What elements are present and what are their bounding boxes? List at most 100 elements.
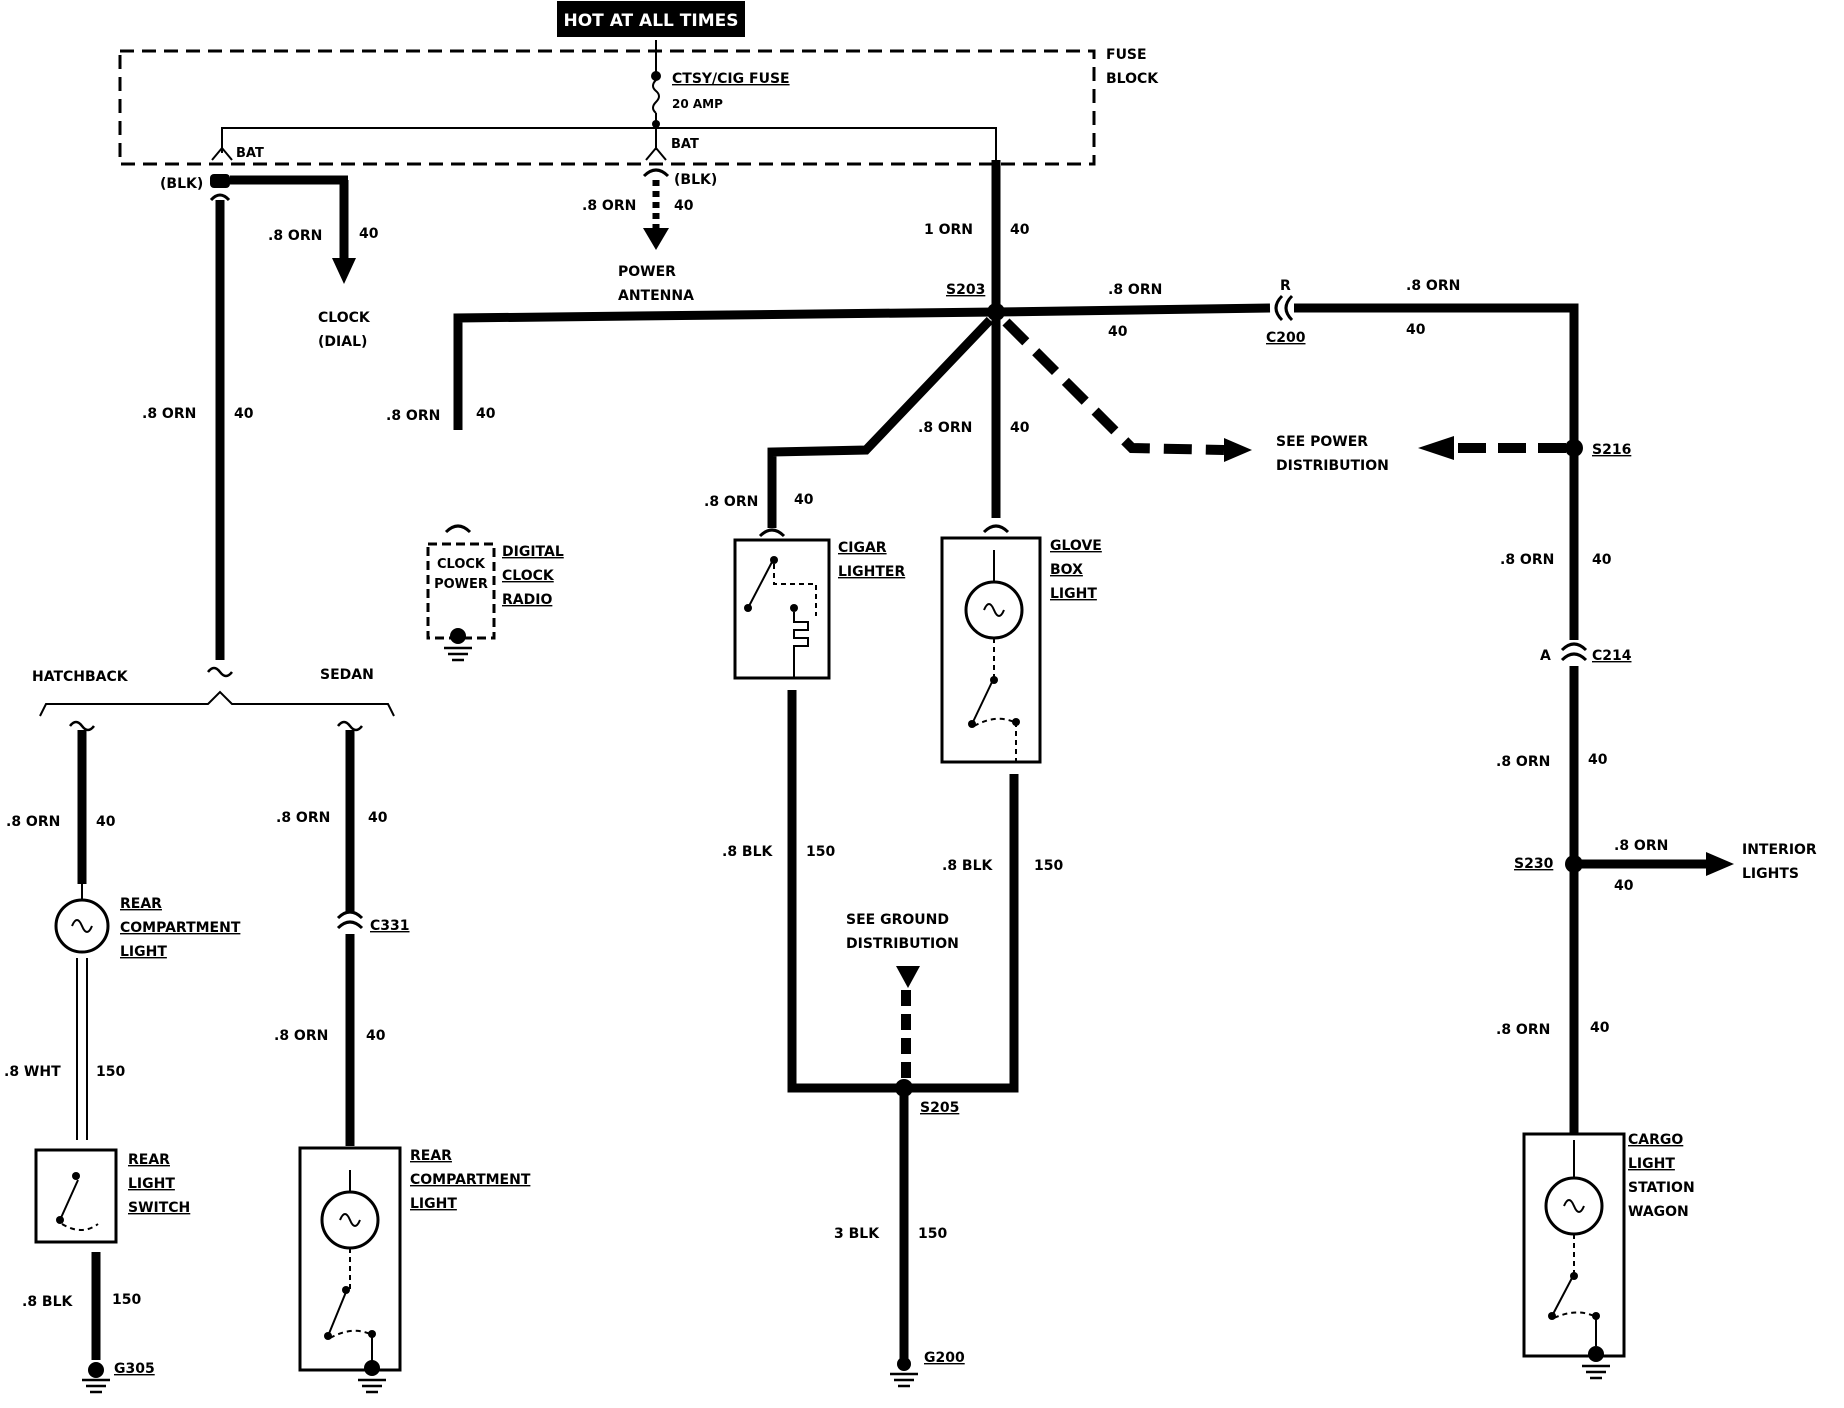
fuse-rating: 20 AMP — [672, 97, 723, 111]
g200-ground-icon — [890, 1357, 918, 1388]
left-connector-label: (BLK) — [160, 176, 203, 192]
rear-compartment-bulb-icon — [54, 884, 110, 954]
s230-right-gauge: .8 ORN — [1614, 838, 1668, 854]
c331-connector-icon — [336, 910, 364, 930]
clock-label-1: CLOCK — [318, 310, 371, 326]
s216-splice — [1565, 439, 1583, 457]
rear-switch-label-3: SWITCH — [128, 1200, 190, 1216]
hatch-bottom-gauge: .8 BLK — [22, 1294, 74, 1310]
c214-down-circuit: 40 — [1588, 752, 1608, 768]
bat-center-label: BAT — [671, 137, 699, 152]
fuse-icon — [652, 79, 660, 114]
see-ground-label-2: DISTRIBUTION — [846, 936, 959, 952]
cigar-wire-circuit: 40 — [794, 492, 814, 508]
sedan-rear-light-icon — [298, 1146, 402, 1372]
c200-right-circuit: 40 — [1406, 322, 1426, 338]
c331-label: C331 — [370, 918, 410, 934]
interior-lights-arrow — [1706, 852, 1734, 876]
sedan-bottom-circuit: 40 — [366, 1028, 386, 1044]
c214-label: C214 — [1592, 648, 1632, 664]
cargo-label-1: CARGO — [1628, 1132, 1683, 1148]
glove-label-2: BOX — [1050, 562, 1083, 578]
hatchback-label: HATCHBACK — [32, 669, 129, 685]
glove-wire-circuit: 40 — [1010, 420, 1030, 436]
main-feed-gauge: 1 ORN — [924, 222, 973, 238]
rear-switch-label-2: LIGHT — [128, 1176, 175, 1192]
sedan-light-label-1: REAR — [410, 1148, 452, 1164]
c200-label: C200 — [1266, 330, 1306, 346]
s205-label: S205 — [920, 1100, 959, 1116]
see-power-label-2: DISTRIBUTION — [1276, 458, 1389, 474]
radio-label-1: DIGITAL — [502, 544, 564, 560]
s216-label: S216 — [1592, 442, 1631, 458]
cigar-ground-gauge: .8 BLK — [722, 844, 774, 860]
radio-label-3: RADIO — [502, 592, 552, 608]
glove-wire-gauge: .8 ORN — [918, 420, 972, 436]
antenna-arrow — [643, 228, 669, 250]
radio-wire-gauge: .8 ORN — [386, 408, 440, 424]
main-ground-gauge: 3 BLK — [834, 1226, 880, 1242]
power-distribution-arrow-left — [1224, 438, 1252, 462]
digital-clock-radio-icon — [426, 542, 496, 662]
rear-switch-label-1: REAR — [128, 1152, 170, 1168]
s230-right-circuit: 40 — [1614, 878, 1634, 894]
see-ground-label-1: SEE GROUND — [846, 912, 949, 928]
cargo-label-4: WAGON — [1628, 1204, 1689, 1220]
s203-label: S203 — [946, 282, 985, 298]
c214-connector-icon — [1560, 642, 1588, 662]
cigar-ground-circuit: 150 — [806, 844, 835, 860]
see-power-label-1: SEE POWER — [1276, 434, 1368, 450]
sedan-light-label-2: COMPARTMENT — [410, 1172, 531, 1188]
sedan-top-gauge: .8 ORN — [276, 810, 330, 826]
cigar-wire-gauge: .8 ORN — [704, 494, 758, 510]
c214-pin: A — [1540, 648, 1551, 664]
bat-left-label: BAT — [236, 146, 264, 161]
sedan-ground-icon — [358, 1360, 386, 1394]
antenna-label-2: ANTENNA — [618, 288, 694, 304]
hatch-mid-gauge: .8 WHT — [4, 1064, 61, 1080]
fuse-block-title-2: BLOCK — [1106, 71, 1159, 87]
sedan-light-label-3: LIGHT — [410, 1196, 457, 1212]
clock-arrow — [332, 258, 356, 284]
interior-label-2: LIGHTS — [1742, 866, 1799, 882]
cargo-label-3: STATION — [1628, 1180, 1695, 1196]
cargo-ground-icon — [1582, 1346, 1610, 1380]
s230-splice — [1565, 855, 1583, 873]
fuse-name: CTSY/CIG FUSE — [672, 71, 790, 87]
ground-distribution-arrow — [896, 966, 920, 988]
s216-down-gauge: .8 ORN — [1500, 552, 1554, 568]
glove-label-1: GLOVE — [1050, 538, 1102, 554]
g200-label: G200 — [924, 1350, 965, 1366]
cargo-wire-gauge: .8 ORN — [1496, 1022, 1550, 1038]
c200-right-gauge: .8 ORN — [1406, 278, 1460, 294]
rear-light-switch-icon — [34, 1148, 118, 1244]
g305-label: G305 — [114, 1361, 155, 1377]
radio-inner-2: POWER — [434, 577, 488, 592]
antenna-wire-gauge: .8 ORN — [582, 198, 636, 214]
sedan-bottom-gauge: .8 ORN — [274, 1028, 328, 1044]
radio-label-2: CLOCK — [502, 568, 555, 584]
s203-splice — [987, 303, 1005, 321]
s230-label: S230 — [1514, 856, 1554, 872]
glove-ground-circuit: 150 — [1034, 858, 1063, 874]
glove-ground-gauge: .8 BLK — [942, 858, 994, 874]
main-feed-circuit: 40 — [1010, 222, 1030, 238]
cigar-label-1: CIGAR — [838, 540, 887, 556]
left-vertical-circuit: 40 — [234, 406, 254, 422]
clock-wire-gauge: .8 ORN — [268, 228, 322, 244]
radio-inner-1: CLOCK — [437, 557, 486, 572]
hot-at-all-times-banner: HOT AT ALL TIMES — [557, 1, 745, 37]
clock-wire-circuit: 40 — [359, 226, 379, 242]
glove-label-3: LIGHT — [1050, 586, 1097, 602]
s205-splice — [895, 1079, 913, 1097]
cigar-lighter-icon — [733, 538, 831, 680]
interior-label-1: INTERIOR — [1742, 842, 1817, 858]
variant-split-bracket — [39, 690, 395, 717]
cargo-light-icon — [1522, 1132, 1626, 1358]
c200-connector-icon — [1274, 294, 1294, 322]
cigar-label-2: LIGHTER — [838, 564, 905, 580]
hot-label: HOT AT ALL TIMES — [564, 11, 739, 31]
fuse-internal-bus — [221, 127, 997, 160]
hatch-bottom-circuit: 150 — [112, 1292, 141, 1308]
fuse-input-node — [651, 71, 661, 81]
